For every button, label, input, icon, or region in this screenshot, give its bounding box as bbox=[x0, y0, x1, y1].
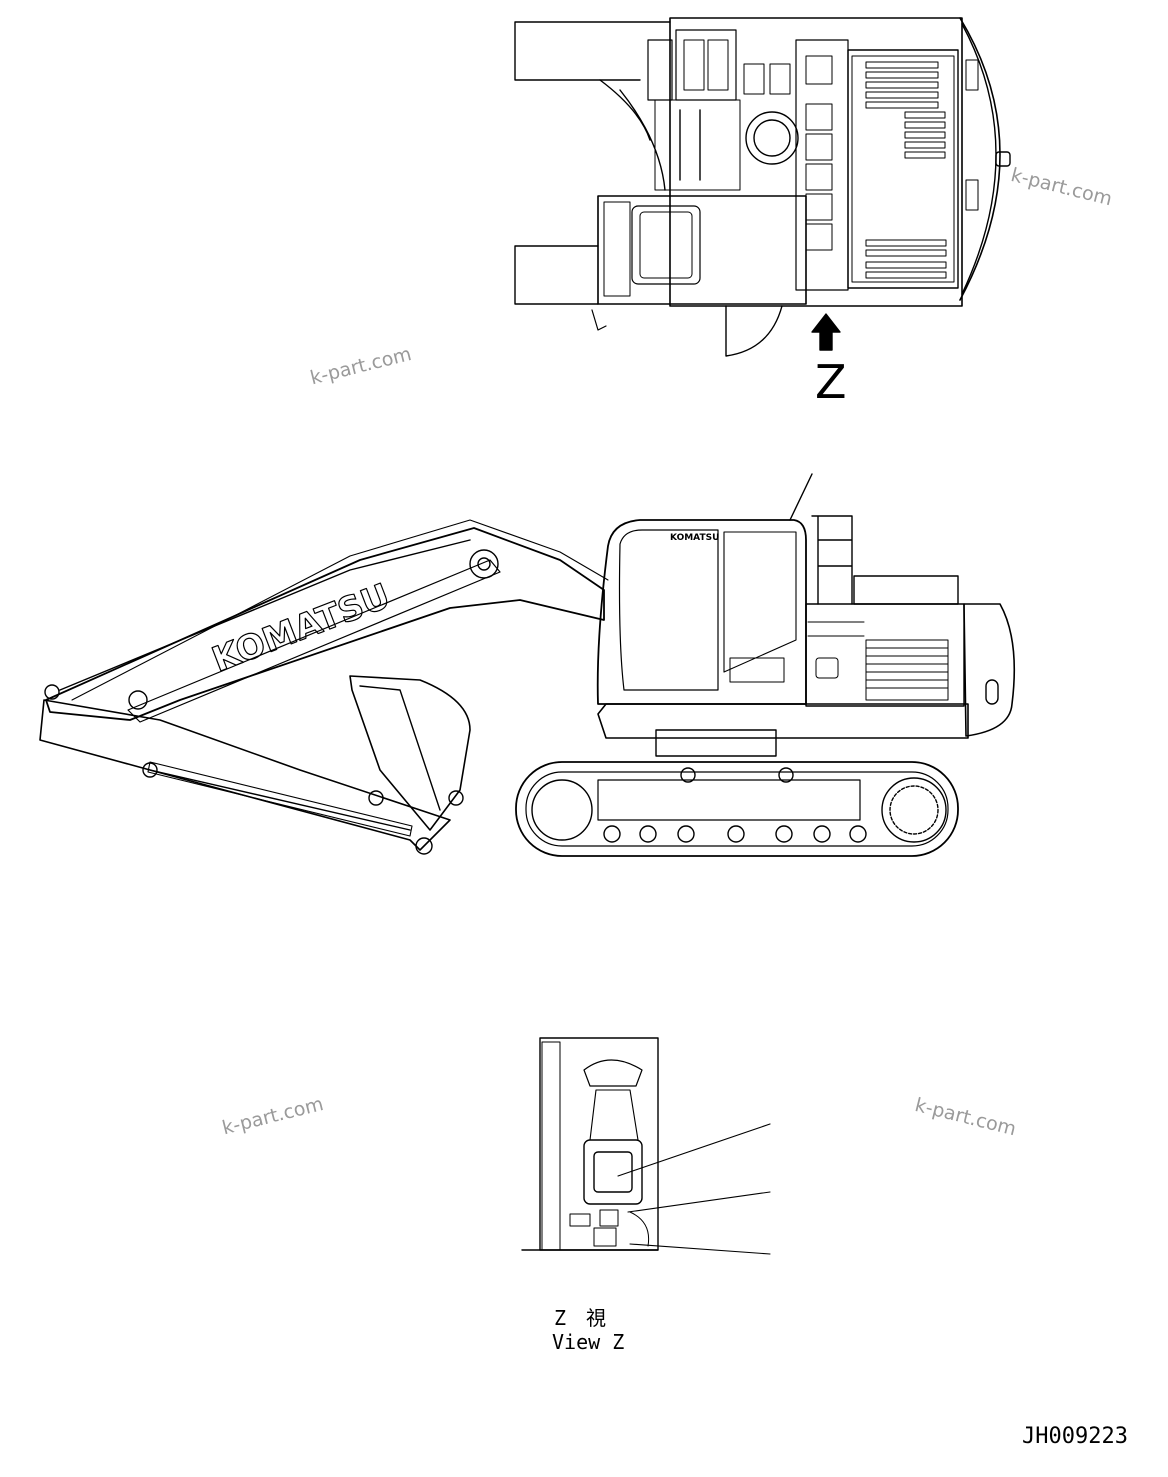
view-z-marker-label: Z bbox=[815, 355, 847, 409]
top-view bbox=[514, 17, 1011, 357]
boom-brand-decal: KOMATSU bbox=[207, 576, 395, 680]
part-code: JH009223 bbox=[1022, 1424, 1128, 1449]
track-rollers bbox=[603, 767, 867, 843]
cab-brand-decal: KOMATSU bbox=[670, 533, 719, 543]
view-z-caption-en: View Z bbox=[552, 1330, 625, 1354]
top-vent-grid bbox=[865, 61, 947, 279]
view-z-caption-jp: Z 視 bbox=[554, 1306, 607, 1330]
side-view bbox=[39, 473, 1016, 857]
view-z-detail bbox=[521, 1037, 771, 1255]
view-z-arrow bbox=[811, 313, 841, 351]
